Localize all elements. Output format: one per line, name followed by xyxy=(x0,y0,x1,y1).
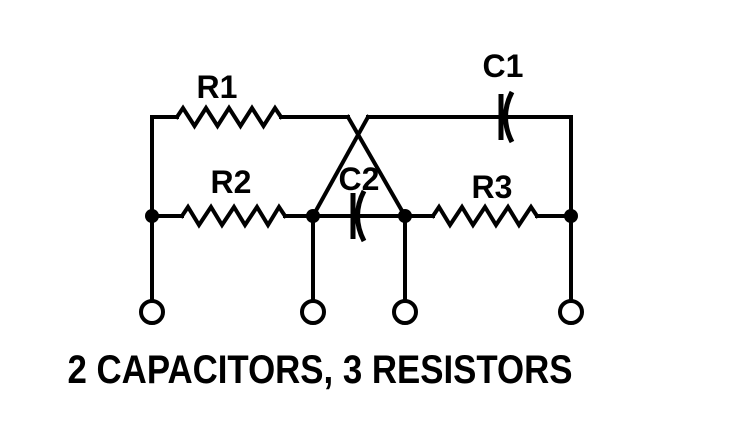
junction-dot-1 xyxy=(145,209,159,223)
terminal-circle-4 xyxy=(558,299,584,325)
resistor-r2-symbol xyxy=(179,203,288,229)
resistor-r3-symbol xyxy=(430,203,540,229)
label-r1: R1 xyxy=(197,69,238,105)
junction-dot-2 xyxy=(306,209,320,223)
terminal-circle-2 xyxy=(300,299,326,325)
label-c1: C1 xyxy=(483,48,524,84)
terminal-circle-3 xyxy=(392,299,418,325)
wire-cross-diagonal-right-to-left xyxy=(310,114,371,219)
label-r3: R3 xyxy=(472,169,513,205)
junction-dot-4 xyxy=(564,209,578,223)
label-c2: C2 xyxy=(339,161,380,197)
junction-dot-3 xyxy=(398,209,412,223)
label-r2: R2 xyxy=(211,164,252,200)
schematic-caption: 2 CAPACITORS, 3 RESISTORS xyxy=(68,348,573,392)
terminal-circle-1 xyxy=(139,299,165,325)
resistor-r1-symbol xyxy=(174,104,284,130)
